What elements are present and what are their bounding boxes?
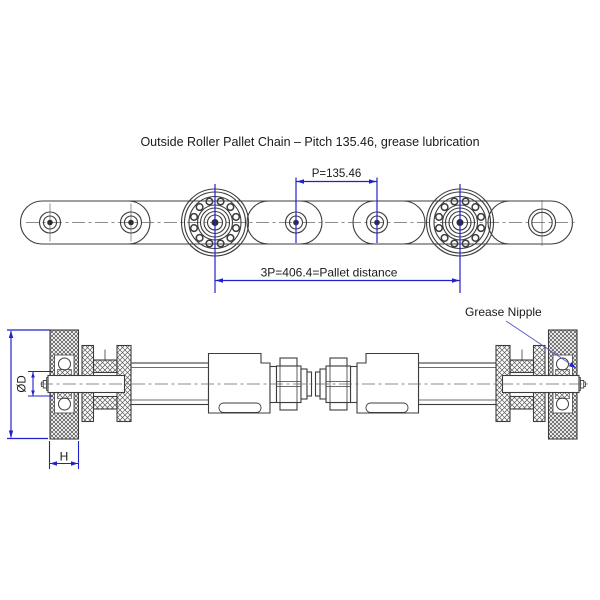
roller-width-dimension: H [48, 441, 80, 469]
grease-nipple-callout: Grease Nipple [465, 305, 576, 368]
pitch-dimension-label: P=135.46 [312, 168, 362, 180]
pitch-dimension: P=135.46 [295, 168, 378, 243]
chain-bush-ring [527, 200, 557, 246]
axle-right-half [314, 329, 587, 440]
chain-plan-view [19, 185, 578, 260]
pallet-distance-label: 3P=406.4=Pallet distance [261, 266, 398, 280]
grease-nipple-label: Grease Nipple [465, 305, 542, 319]
drawing-title: Outside Roller Pallet Chain – Pitch 135.… [140, 135, 479, 149]
roller-width-label: H [60, 450, 69, 464]
roller-diameter-dimension [7, 329, 50, 440]
shaft-diameter-dimension: ØD [17, 370, 53, 397]
shaft-diameter-label: ØD [17, 375, 29, 392]
pallet-distance-dimension: 3P=406.4=Pallet distance [214, 184, 461, 293]
axle-section-view [40, 329, 588, 440]
axle-left-half [40, 329, 313, 440]
